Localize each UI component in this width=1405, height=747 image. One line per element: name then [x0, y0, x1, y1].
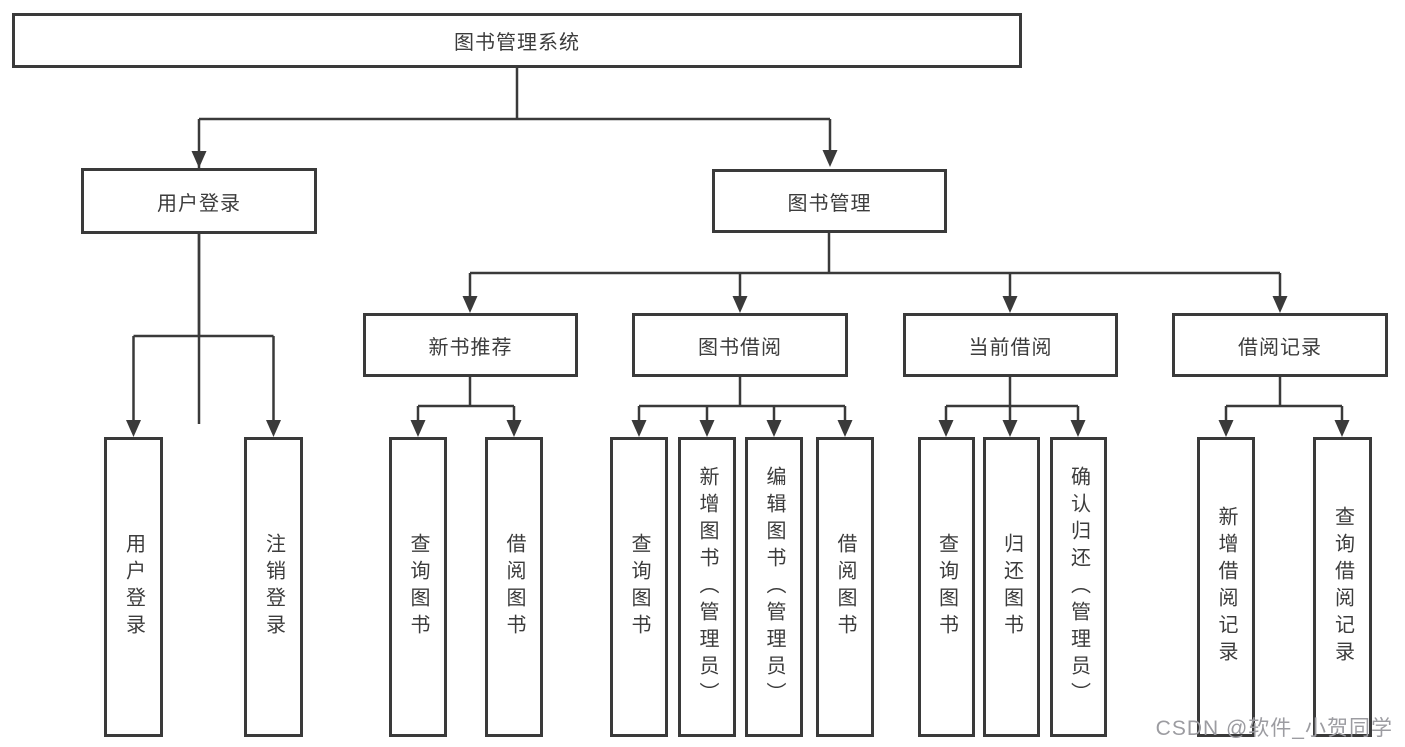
- node-label: 图书借阅: [698, 336, 782, 359]
- node-label: 注销登录: [262, 533, 285, 641]
- node-label: 用户登录: [157, 192, 241, 215]
- node-label: 借阅记录: [1238, 336, 1322, 359]
- node-label: 新增图书（管理员）: [696, 465, 718, 709]
- node-label: 编辑图书（管理员）: [763, 465, 785, 709]
- node-label: 图书管理: [787, 192, 872, 215]
- node-label: 用户登录: [122, 533, 145, 641]
- node-root: 图书管理系统: [12, 13, 1022, 68]
- watermark: CSDN @软件_小贺同学: [1155, 717, 1393, 740]
- leaf-add-borrow-record: 新增借阅记录: [1197, 437, 1255, 737]
- node-label: 当前借阅: [968, 336, 1053, 359]
- node-book-management: 图书管理: [712, 169, 947, 233]
- node-user-login: 用户登录: [81, 168, 317, 234]
- arrowheads: [126, 150, 1350, 437]
- node-label: 图书管理系统: [454, 32, 580, 54]
- node-new-book-recommend: 新书推荐: [363, 313, 578, 377]
- node-label: 查询图书: [628, 533, 650, 641]
- leaf-add-book-admin: 新增图书（管理员）: [678, 437, 736, 737]
- node-label: 借阅图书: [834, 533, 856, 641]
- leaf-borrow-books-recommend: 借阅图书: [485, 437, 543, 737]
- leaf-user-login: 用户登录: [104, 437, 163, 737]
- node-borrow-records: 借阅记录: [1172, 313, 1388, 377]
- node-label: 查询借阅记录: [1331, 506, 1354, 668]
- node-label: 新增借阅记录: [1215, 506, 1237, 668]
- node-label: 查询图书: [935, 533, 958, 641]
- leaf-edit-book-admin: 编辑图书（管理员）: [745, 437, 803, 737]
- leaf-confirm-return-admin: 确认归还（管理员）: [1050, 437, 1107, 737]
- leaf-return-book: 归还图书: [983, 437, 1040, 737]
- leaf-query-books-recommend: 查询图书: [389, 437, 447, 737]
- leaf-borrow-books: 借阅图书: [816, 437, 874, 737]
- node-label: 查询图书: [407, 533, 429, 641]
- leaf-query-borrow-record: 查询借阅记录: [1313, 437, 1372, 737]
- node-label: 借阅图书: [503, 533, 525, 641]
- leaf-query-books-current: 查询图书: [918, 437, 975, 737]
- leaf-query-books-borrow: 查询图书: [610, 437, 668, 737]
- node-label: 归还图书: [1000, 533, 1023, 641]
- node-label: 新书推荐: [428, 336, 513, 359]
- node-label: 确认归还（管理员）: [1067, 465, 1090, 709]
- leaf-logout: 注销登录: [244, 437, 303, 737]
- node-book-borrow: 图书借阅: [632, 313, 848, 377]
- node-current-borrow: 当前借阅: [903, 313, 1118, 377]
